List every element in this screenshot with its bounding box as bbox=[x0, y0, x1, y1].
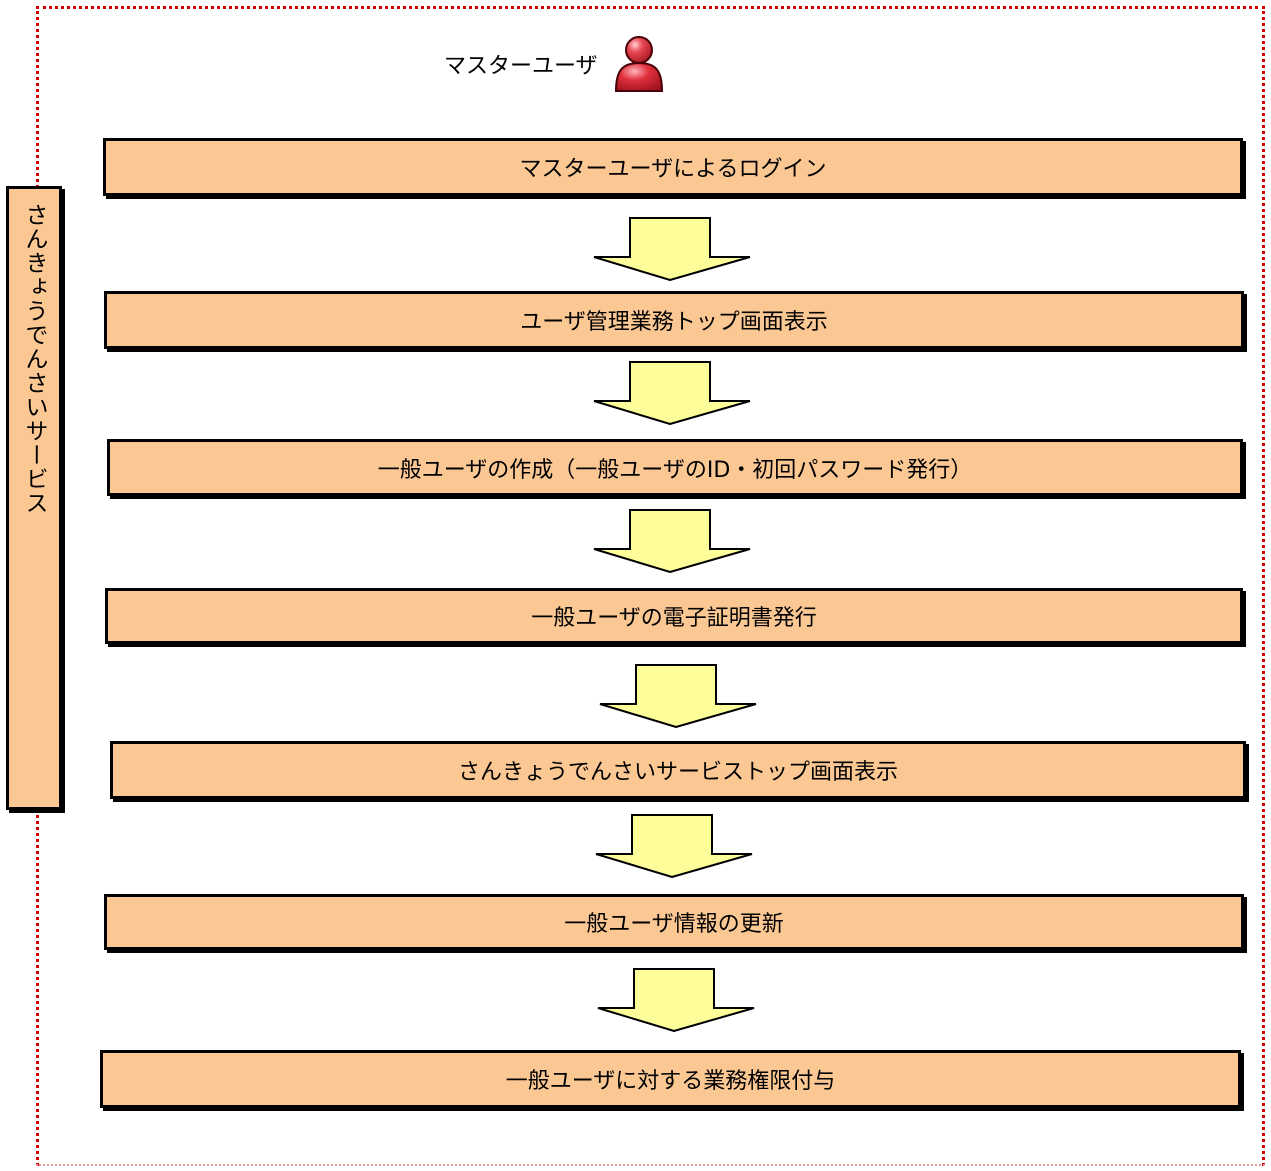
step-create-general-user: 一般ユーザの作成（一般ユーザのID・初回パスワード発行） bbox=[107, 439, 1243, 496]
user-icon bbox=[614, 36, 663, 92]
step-login: マスターユーザによるログイン bbox=[103, 138, 1243, 196]
step-user-management-top: ユーザ管理業務トップ画面表示 bbox=[104, 291, 1244, 349]
step-service-top: さんきょうでんさいサービストップ画面表示 bbox=[110, 741, 1246, 799]
diagram-header: マスターユーザ bbox=[444, 34, 666, 94]
down-arrow-icon bbox=[593, 217, 751, 281]
step-issue-certificate: 一般ユーザの電子証明書発行 bbox=[105, 588, 1243, 644]
step-grant-permissions: 一般ユーザに対する業務権限付与 bbox=[100, 1050, 1241, 1108]
service-side-label-box: さんきょうでんさいサービス bbox=[6, 186, 62, 810]
down-arrow-icon bbox=[593, 509, 751, 573]
dotted-frame-bottom bbox=[36, 1164, 1265, 1166]
service-side-label: さんきょうでんさいサービス bbox=[21, 203, 47, 515]
down-arrow-icon bbox=[593, 361, 751, 425]
master-user-label: マスターユーザ bbox=[444, 54, 598, 79]
step-update-user-info: 一般ユーザ情報の更新 bbox=[104, 894, 1244, 950]
down-arrow-icon bbox=[595, 814, 753, 878]
down-arrow-icon bbox=[599, 664, 757, 728]
down-arrow-icon bbox=[597, 968, 755, 1032]
